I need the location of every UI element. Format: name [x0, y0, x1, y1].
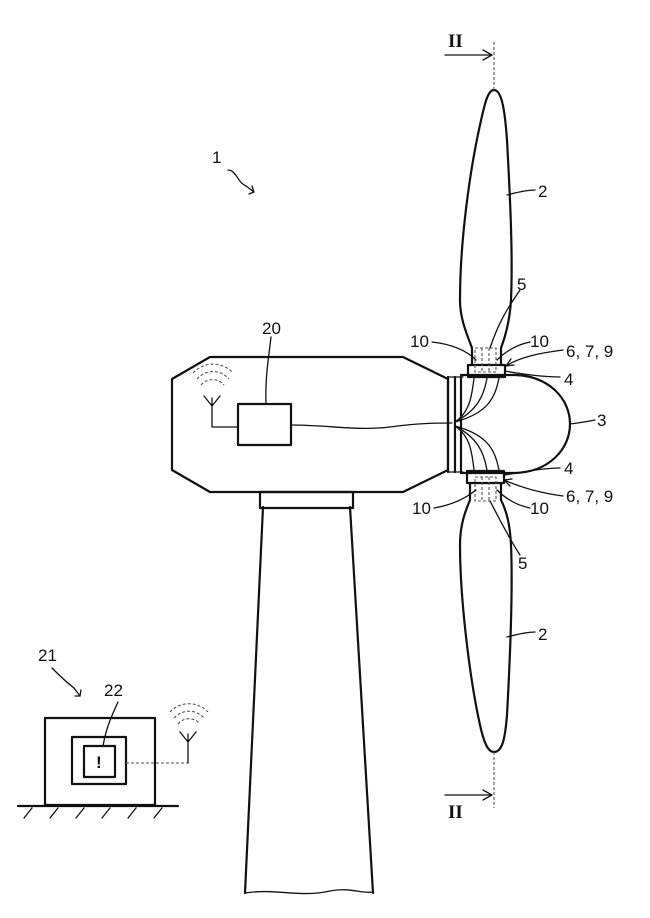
warning-icon: !: [96, 753, 102, 772]
label-sensor-top-left: 10: [410, 332, 429, 351]
leader-1: [228, 170, 246, 186]
section-mark-top: II: [448, 31, 463, 52]
label-bearing-bottom: 4: [564, 459, 573, 478]
tower: [245, 507, 373, 893]
blade-bottom: [460, 483, 512, 752]
label-display: 22: [104, 681, 123, 700]
label-pitch-top: 5: [517, 275, 526, 294]
leader-2-top: [507, 190, 535, 195]
control-unit-box: [238, 404, 291, 445]
tower-base-break: [245, 890, 373, 894]
leader-22: [103, 702, 118, 746]
section-mark-bottom: II: [448, 802, 463, 823]
label-turbine: 1: [212, 148, 221, 167]
label-pitch-bottom: 5: [518, 554, 527, 573]
label-sensor-bottom-right: 10: [530, 499, 549, 518]
leader-3: [570, 420, 595, 424]
label-sensor-group-bottom: 6, 7, 9: [566, 487, 613, 506]
label-hub: 3: [597, 411, 606, 430]
antenna-icon: [204, 396, 238, 427]
sensor-grid-bottom: [482, 477, 489, 501]
label-sensor-top-right: 10: [530, 332, 549, 351]
blade-top: [460, 90, 512, 365]
label-bearing-top: 4: [564, 370, 573, 389]
radio-waves-icon: [193, 364, 233, 385]
leader-21: [52, 668, 74, 688]
leader-10-top-left: [432, 342, 476, 360]
control-unit-leader: [266, 337, 271, 404]
label-sensor-group-top: 6, 7, 9: [566, 342, 613, 361]
ground-hatching: [24, 808, 162, 818]
label-blade-bottom: 2: [538, 625, 547, 644]
sensor-grid-top: [482, 348, 489, 372]
leader-1-arrow-icon: [246, 186, 254, 194]
sensor-array-top: [475, 348, 496, 372]
label-control-unit: 20: [262, 319, 281, 338]
leader-21-arrow-icon: [74, 688, 81, 696]
remote-antenna-icon: [180, 732, 196, 763]
hub-flange: [448, 377, 461, 472]
section-arrow-bottom-icon: [445, 790, 492, 800]
label-sensor-bottom-left: 10: [412, 499, 431, 518]
remote-radio-waves-icon: [170, 704, 208, 724]
yaw-bearing: [260, 492, 353, 508]
sensor-array-bottom: [475, 477, 496, 501]
label-blade-top: 2: [538, 182, 547, 201]
signal-line: [291, 423, 452, 428]
hub-spinner: [461, 375, 570, 473]
leader-679-top: [506, 350, 563, 366]
label-remote-station: 21: [38, 646, 57, 665]
leader-679-bottom: [504, 480, 563, 496]
